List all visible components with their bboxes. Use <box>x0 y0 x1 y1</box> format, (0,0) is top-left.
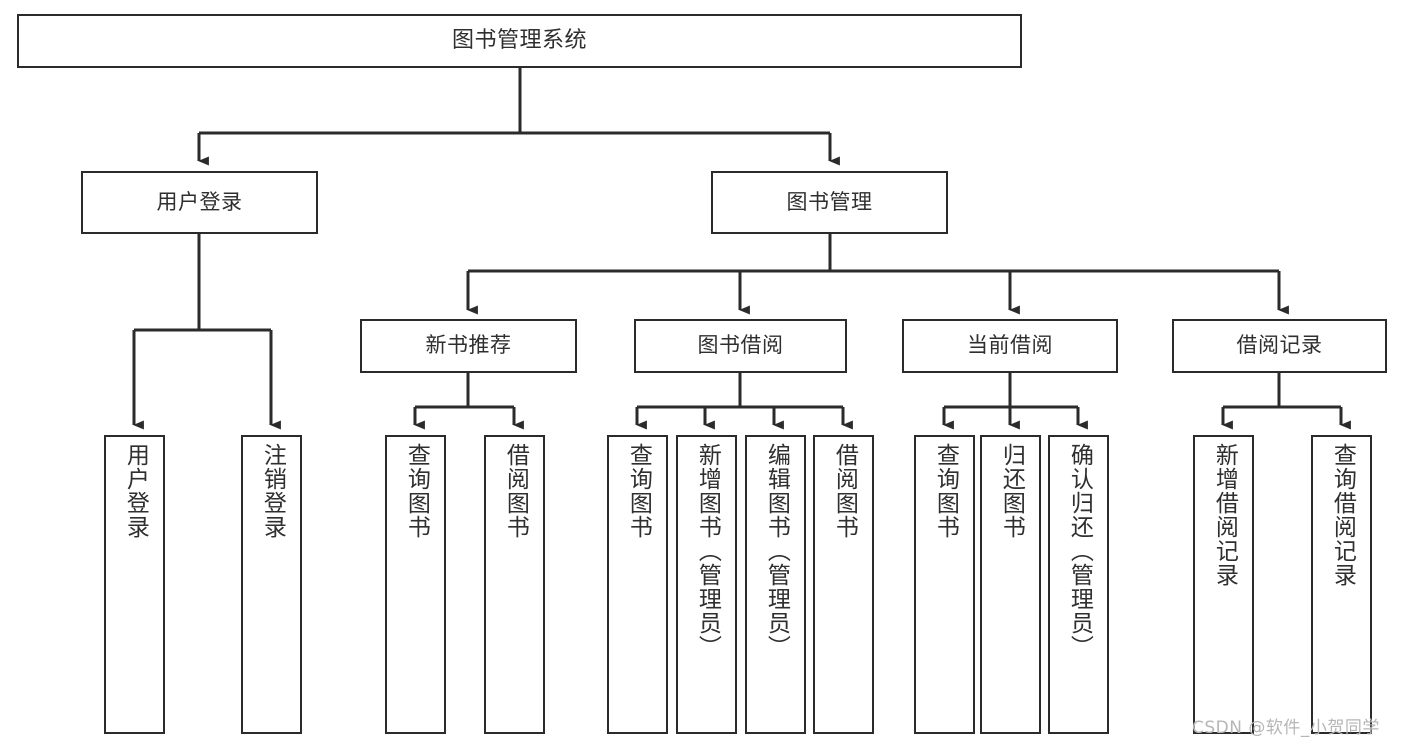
leaf-current-borrow-confirm-return-admin[interactable]: 确认归还（管理员） <box>1048 435 1109 734</box>
leaf-label: 编辑图书（管理员） <box>763 443 790 659</box>
node-root-book-management-system[interactable]: 图书管理系统 <box>17 14 1022 68</box>
leaf-current-borrow-query-book[interactable]: 查询图书 <box>914 435 975 734</box>
node-label: 图书管理系统 <box>451 27 587 53</box>
node-label: 借阅记录 <box>1236 333 1323 358</box>
node-new-book-recommend[interactable]: 新书推荐 <box>360 319 577 373</box>
leaf-user-login-login[interactable]: 用户登录 <box>104 435 165 734</box>
leaf-current-borrow-return-book[interactable]: 归还图书 <box>980 435 1041 734</box>
node-label: 当前借阅 <box>967 333 1053 358</box>
watermark-text: CSDN @软件_小贺同学 <box>1192 718 1380 738</box>
node-label: 图书管理 <box>786 189 873 214</box>
leaf-label: 查询借阅记录 <box>1329 443 1356 587</box>
node-user-login[interactable]: 用户登录 <box>81 171 318 234</box>
leaf-label: 新增借阅记录 <box>1211 443 1238 587</box>
leaf-book-borrow-query-book[interactable]: 查询图书 <box>607 435 668 734</box>
node-borrow-records[interactable]: 借阅记录 <box>1172 319 1387 373</box>
leaf-label: 确认归还（管理员） <box>1066 443 1093 659</box>
leaf-label: 查询图书 <box>403 443 430 539</box>
leaf-label: 归还图书 <box>998 443 1025 539</box>
leaf-borrow-records-add-record[interactable]: 新增借阅记录 <box>1193 435 1254 734</box>
leaf-label: 查询图书 <box>932 443 959 539</box>
leaf-user-login-logout[interactable]: 注销登录 <box>241 435 302 734</box>
node-book-borrow[interactable]: 图书借阅 <box>634 319 847 373</box>
leaf-new-book-borrow-book[interactable]: 借阅图书 <box>484 435 545 734</box>
leaf-book-borrow-add-book-admin[interactable]: 新增图书（管理员） <box>676 435 737 734</box>
leaf-borrow-records-query-record[interactable]: 查询借阅记录 <box>1311 435 1372 734</box>
leaf-new-book-query-book[interactable]: 查询图书 <box>385 435 446 734</box>
leaf-label: 借阅图书 <box>831 443 858 539</box>
node-label: 用户登录 <box>156 189 243 214</box>
node-label: 新书推荐 <box>425 333 512 358</box>
node-current-borrow[interactable]: 当前借阅 <box>902 319 1118 373</box>
leaf-label: 查询图书 <box>625 443 652 539</box>
node-label: 图书借阅 <box>697 333 784 358</box>
leaf-book-borrow-borrow-book[interactable]: 借阅图书 <box>813 435 874 734</box>
leaf-label: 注销登录 <box>259 443 286 539</box>
leaf-book-borrow-edit-book-admin[interactable]: 编辑图书（管理员） <box>745 435 806 734</box>
leaf-label: 用户登录 <box>122 443 149 539</box>
leaf-label: 借阅图书 <box>502 443 529 539</box>
leaf-label: 新增图书（管理员） <box>694 443 721 659</box>
node-book-management[interactable]: 图书管理 <box>711 171 948 234</box>
